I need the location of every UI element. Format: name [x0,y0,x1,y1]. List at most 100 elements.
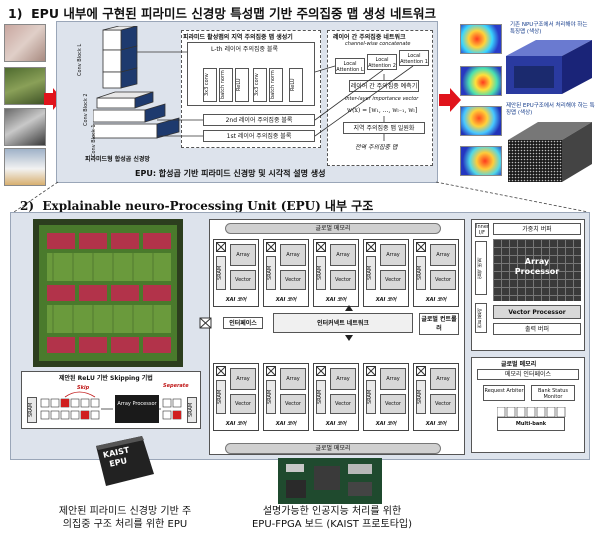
core-sram: SRAM [416,256,426,290]
core-array: Array [430,244,456,266]
core-array: Array [380,368,406,390]
multibank-stack [497,407,566,417]
core-vector: Vector [330,394,356,414]
gm-bank-label: Bank Status Monitor [537,388,569,400]
chip-die-photo [33,219,183,367]
heatmap-4 [460,146,502,176]
core-io-icon [216,366,226,376]
core-vector: Vector [330,270,356,290]
npu-feature-cube [506,40,592,94]
core-array: Array [280,368,306,390]
core-vector: Vector [430,394,456,414]
core-sram: SRAM [216,256,226,290]
core-io-icon [416,366,426,376]
core-sram: SRAM [266,256,276,290]
heatmap-3 [460,106,502,136]
core-vector: Vector [380,270,406,290]
caption-right: 설명가능한 인공지능 처리를 위한 EPU-FPGA 보드 (KAIST 프로토… [232,505,432,531]
sram-left: SRAM [27,397,37,423]
xai-core-label: XAI 코어 [375,297,397,303]
sram-right: SRAM [187,397,197,423]
skipping-label: 제안된 ReLU 기반 Skipping 기법 [59,375,153,382]
array-processor-mini: Array Processor [115,395,159,423]
core-sram: SRAM [416,380,426,414]
core-sram: SRAM [316,256,326,290]
core-sram: SRAM [216,380,226,414]
heatmap-1 [460,24,502,54]
core-io-icon [366,242,376,252]
input-photo-2 [4,67,46,105]
core-io-icon [366,366,376,376]
detail-array-label: Array Processor [514,257,560,276]
input-photo-3 [4,108,46,146]
core-array: Array [330,244,356,266]
epu-feature-cube [508,122,592,182]
channel-concat-label: channel-wise concatenate [345,41,411,47]
zoom-lines [13,181,589,213]
array-processor-grid [493,239,581,301]
core-array: Array [280,244,306,266]
gm-req-label: Request Arbiter [484,388,524,394]
gm-bank-monitor: Bank Status Monitor [531,385,575,401]
global-memory-top: 글로벌 메모리 [225,223,441,234]
core-sram: SRAM [366,380,376,414]
flow-lines [137,51,414,141]
fpga-board-photo [278,458,382,504]
core-sram: SRAM [266,380,276,414]
gm-request-arbiter: Request Arbiter [483,385,525,401]
vector-processor: Vector Processor [493,305,581,319]
input-photo-4 [4,148,46,186]
section1-title: 1) EPU 내부에 구현된 피라미드 신경망 특성맵 기반 주의집중 맵 생성… [8,6,437,21]
inter-title: 레이어 간 주의집중 네트워크 [333,34,406,41]
inner-if: Inner I/F [475,223,489,237]
inter-vector-label: inter-layer importance vector [345,96,419,102]
core-array: Array [230,368,256,390]
core-vector: Vector [430,270,456,290]
xai-core-label: XAI 코어 [225,421,247,427]
gm-multibank: Multi-bank [497,417,565,431]
output-arrow-icon [439,88,461,112]
core-vector: Vector [230,270,256,290]
caption-left-1: 제안된 피라미드 신경망 기반 주 [58,506,192,517]
local-generator-title: 피라미드 활성맵의 지역 주의집중 맵 생성기 [183,34,293,41]
xai-core-label: XAI 코어 [375,421,397,427]
lth-label: L-th 레이어 주의집중 블록 [211,46,278,53]
layer1-block: 1st 레이어 주의집중 블록 [203,130,315,142]
interface-box: 인터페이스 [223,317,263,329]
xai-core-label: XAI 코어 [225,297,247,303]
core-vector: Vector [280,270,306,290]
global-memory-bottom: 글로벌 메모리 [225,443,441,454]
caption-right-2: EPU-FPGA 보드 (KAIST 프로토타입) [251,519,412,530]
pyramid-cnn-graphic [93,26,180,139]
core-io-icon [216,242,226,252]
xai-core-label: XAI 코어 [275,297,297,303]
xai-core-label: XAI 코어 [425,297,447,303]
skip-flow-graphic [40,391,182,420]
core-io-icon [316,242,326,252]
caption-left-2: 의집중 구조 처리를 위한 EPU [62,519,188,530]
controller-box: 컨트롤러 [475,303,487,333]
xai-core-label: XAI 코어 [325,421,347,427]
core-array: Array [380,244,406,266]
xai-core-label: XAI 코어 [425,421,447,427]
core-vector: Vector [280,394,306,414]
gm-interface: 메모리 인터페이스 [477,369,579,380]
kaist-epu-chip [96,436,154,486]
core-vector: Vector [380,394,406,414]
core-array: Array [330,368,356,390]
section2-title: 2) Explainable neuro-Processing Unit (EP… [20,199,374,213]
local-attention-2: Local Attention 2 [367,54,397,70]
bottom-text: EPU: 합성곱 기반 피라미드 신경망 및 시각적 설명 생성 [135,169,326,178]
core-sram: SRAM [316,380,326,414]
